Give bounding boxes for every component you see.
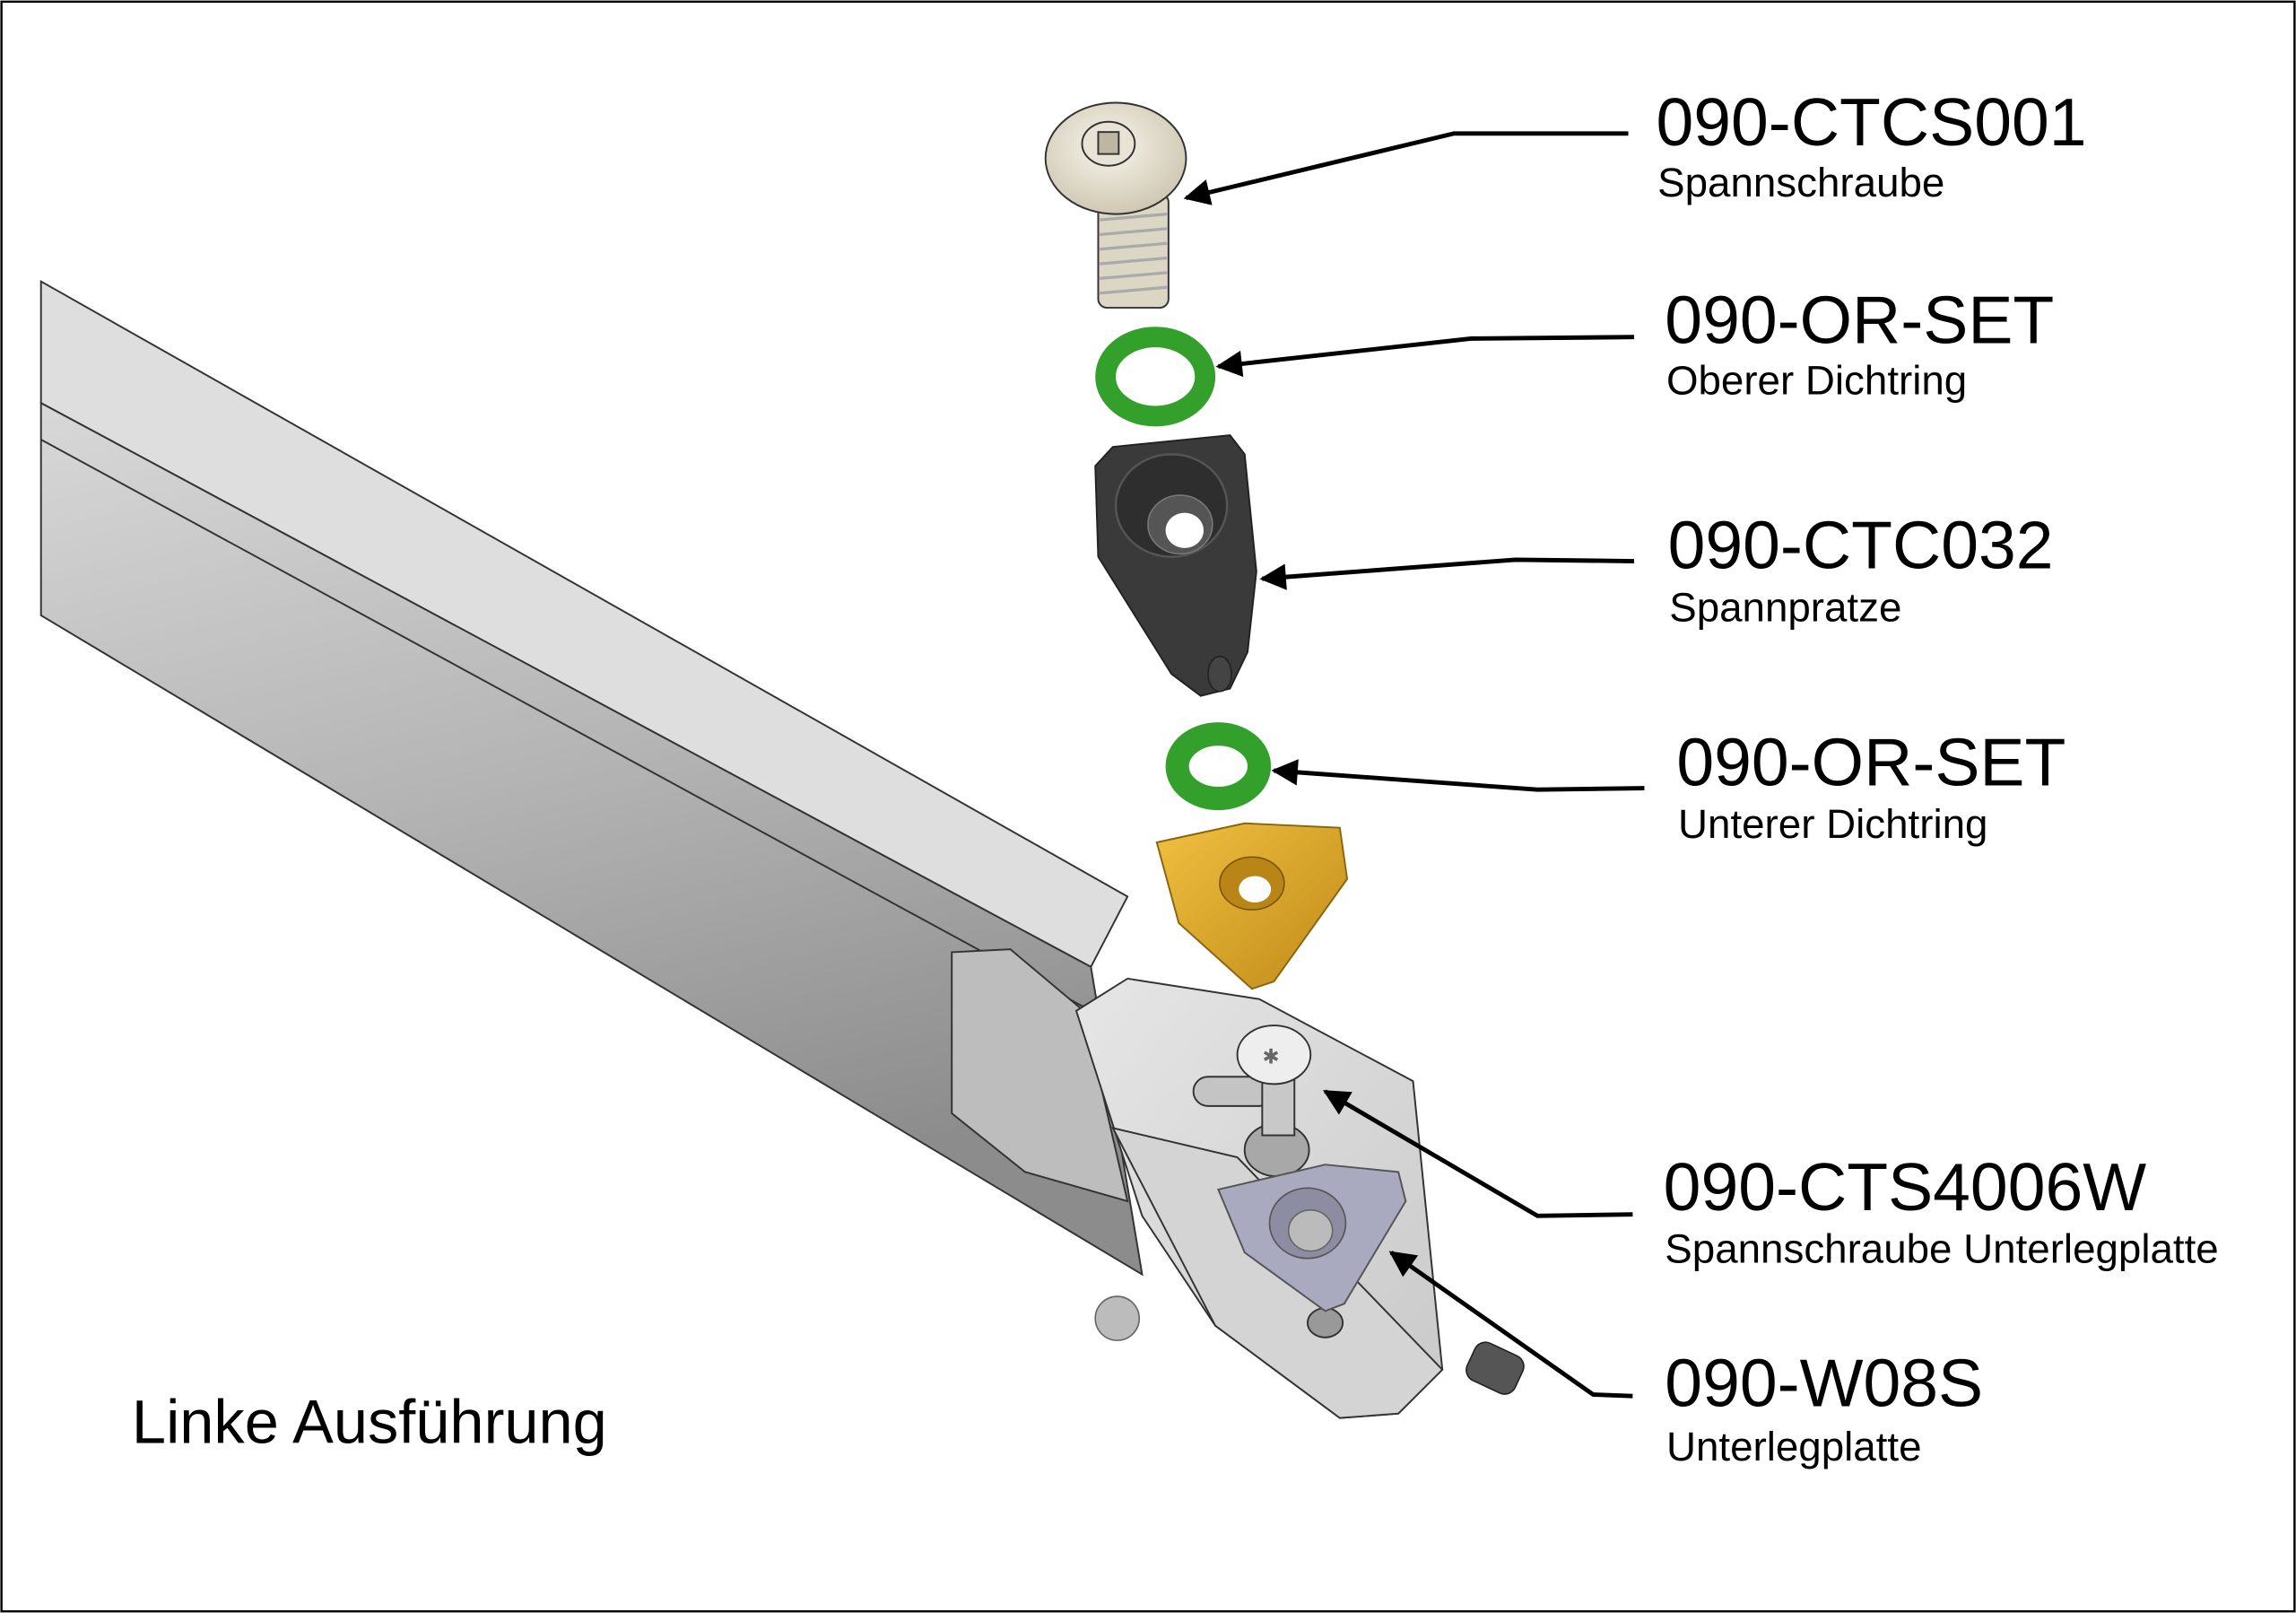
clamp-screw-part	[1044, 101, 1187, 310]
shim-screw-part: ✱	[1236, 1024, 1312, 1137]
leader-lines	[1183, 131, 1645, 1399]
part-description: Spannschraube Unterlegplatte	[1665, 1226, 2218, 1272]
part-number: 090-CTS4006W	[1664, 1149, 2147, 1225]
part-description: Oberer Dichtring	[1666, 357, 1967, 403]
callout-1: 090-CTCS001 Spannschraube	[1657, 84, 2087, 205]
steel-ball-part	[1094, 1295, 1141, 1341]
upper-seal-ring-part	[1095, 327, 1216, 427]
part-number: 090-CTCS001	[1657, 84, 2087, 160]
callout-3: 090-CTC032 Spannpratze	[1668, 508, 2054, 631]
part-description: Spannschraube	[1657, 160, 1944, 205]
part-number: 090-OR-SET	[1665, 282, 2054, 357]
part-description: Spannpratze	[1669, 584, 1901, 630]
part-description: Unterlegplatte	[1666, 1424, 1922, 1469]
cutting-insert-part	[1155, 822, 1349, 990]
set-screw-part	[1465, 1341, 1525, 1395]
callout-5: 090-CTS4006W Spannschraube Unterlegplatt…	[1664, 1149, 2219, 1272]
part-number: 090-CTC032	[1668, 508, 2054, 583]
clamp-part	[1094, 434, 1257, 697]
lower-seal-ring-part	[1165, 722, 1272, 811]
shim-part	[1217, 1164, 1407, 1312]
svg-text:✱: ✱	[1262, 1046, 1279, 1069]
tool-holder-body	[39, 280, 1444, 1419]
callout-2: 090-OR-SET Oberer Dichtring	[1665, 282, 2054, 403]
callout-6: 090-W08S Unterlegplatte	[1665, 1346, 1983, 1469]
part-number: 090-W08S	[1665, 1346, 1983, 1421]
part-description: Unterer Dichtring	[1678, 801, 1987, 847]
version-caption: Linke Ausführung	[132, 1387, 607, 1456]
callout-4: 090-OR-SET Unterer Dichtring	[1676, 724, 2066, 847]
part-number: 090-OR-SET	[1676, 724, 2066, 799]
